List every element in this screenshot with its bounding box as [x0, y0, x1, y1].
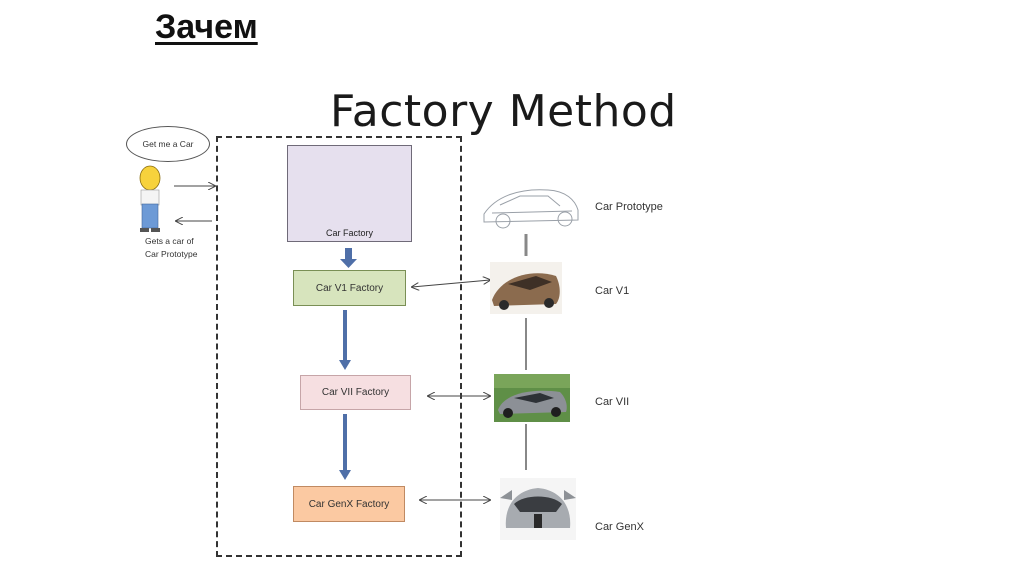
client-character-icon [139, 165, 161, 232]
car-v1-factory-label: Car V1 Factory [315, 282, 384, 294]
car-prototype-label: Car Prototype [595, 201, 663, 213]
factory-boundary [216, 136, 462, 557]
flow-arrow-vii-to-genx [339, 414, 351, 480]
client-result-line2: Car Prototype [145, 249, 198, 259]
car-vii-factory-box: Car VII Factory [300, 375, 411, 410]
car-v1-label: Car V1 [595, 285, 630, 297]
car-genx-label: Car GenX [595, 521, 644, 533]
flow-arrow-v1-to-vii [339, 310, 351, 370]
car-v1-factory-box: Car V1 Factory [293, 270, 406, 306]
car-vii-image [494, 374, 570, 422]
client-speech-bubble: Get me a Car [126, 126, 210, 162]
client-result-line1: Gets a car of [145, 236, 194, 246]
car-factory-label: Car Factory [325, 228, 373, 238]
car-prototype-image [483, 189, 579, 229]
diagram-title: Factory Method [330, 86, 677, 137]
link-v1 [412, 280, 490, 287]
car-factory-box: Car Factory [287, 145, 412, 242]
car-v1-image [490, 262, 562, 314]
client-result: Gets a car of Car Prototype [145, 235, 197, 261]
car-genx-factory-box: Car GenX Factory [293, 486, 405, 522]
car-vii-label: Car VII [595, 396, 630, 408]
slide-heading: Зачем [155, 8, 258, 46]
car-genx-factory-label: Car GenX Factory [308, 498, 390, 510]
flow-arrow-factory-to-v1 [340, 248, 357, 268]
client-speech-text: Get me a Car [142, 139, 194, 149]
car-vii-factory-label: Car VII Factory [321, 387, 390, 398]
car-genx-image [500, 478, 576, 540]
